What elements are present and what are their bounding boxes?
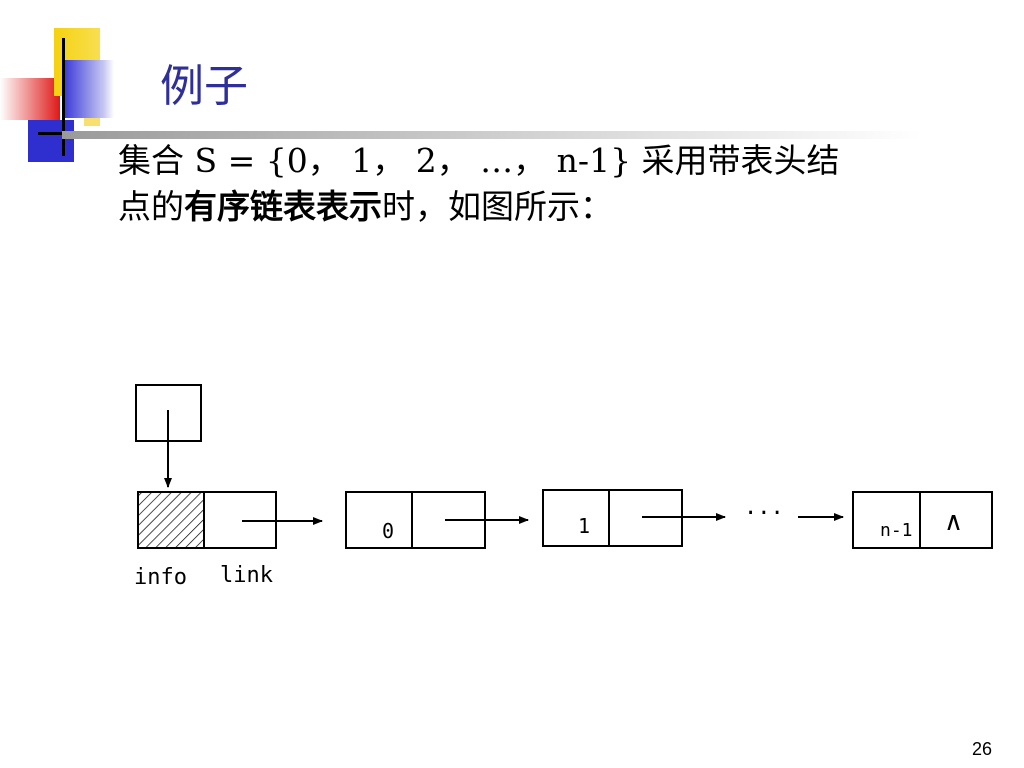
deco-title-underline [62,131,922,139]
list-node-1: 1 [542,489,726,547]
node-last-info-field [852,491,921,549]
slide-title: 例子 [160,61,248,112]
ellipsis: ··· [744,501,784,526]
node-last-value: n-1 [880,520,913,541]
deco-red-bar [0,78,60,120]
info-label: info [134,565,187,590]
node-last-link-field [919,491,993,549]
deco-vertical-line [62,38,65,156]
deco-blue-square [28,120,74,162]
header-info-field [137,491,205,549]
paragraph-line-2-end: 时，如图所示： [382,187,613,226]
header-node [137,491,323,549]
paragraph-line-2: 点的有序链表表示时，如图所示： [118,184,948,230]
node-1-info-field [542,489,610,547]
list-node-last: n-1 ∧ [852,491,993,549]
node-0-info-field [345,491,413,549]
page-number: 26 [971,739,992,759]
node-0-value: 0 [382,519,394,543]
null-link-symbol: ∧ [944,507,963,537]
link-label: link [220,563,273,588]
paragraph-line-2-start: 点的 [118,187,184,226]
node-1-value: 1 [578,514,590,538]
list-node-0: 0 [345,491,529,549]
paragraph-line-1: 集合 S = {0， 1， 2， …， n-1} 采用带表头结 [118,141,840,180]
deco-blue-gradient [64,60,114,118]
slide-paragraph: 集合 S = {0， 1， 2， …， n-1} 采用带表头结 点的有序链表表示… [118,138,948,230]
paragraph-bold-term: 有序链表表示 [184,187,382,226]
